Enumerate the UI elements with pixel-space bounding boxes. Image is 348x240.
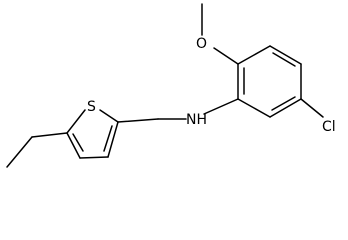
chemical-structure-diagram: S NH O Cl <box>6 3 336 168</box>
aryl-c5-c6-bond <box>269 98 302 118</box>
ethyl-to-thiophene-bond <box>31 132 68 138</box>
aryl-inner-double-bond-3 <box>271 96 296 111</box>
amine-atom-label: NH <box>186 112 207 128</box>
thiophene-c4-c5-double-bond <box>72 133 84 152</box>
aryl-c6-c1-bond <box>237 98 271 118</box>
aryl-to-chlorine-bond <box>300 98 324 118</box>
thiophene-c2-c3-double-bond <box>103 125 113 152</box>
aryl-inner-double-bond-2 <box>272 52 296 67</box>
thiophene-c3-c4-bond <box>79 156 109 159</box>
nh-to-aryl-bond <box>203 98 239 115</box>
sulfur-atom-label: S <box>87 99 96 115</box>
thiophene-to-methylene-bond <box>117 118 159 123</box>
thiophene-c2-c3-bond <box>107 121 119 158</box>
aryl-c2-c3-bond <box>237 45 271 65</box>
ethyl-terminal-bond <box>6 136 33 168</box>
chlorine-atom-label: Cl <box>322 119 336 135</box>
thiophene-c4-c5-bond <box>66 132 81 159</box>
thiophene-c5-s-bond <box>66 109 86 134</box>
oxygen-atom-label: O <box>196 36 207 52</box>
thiophene-s-c2-bond <box>99 109 119 123</box>
aryl-to-oxygen-bond <box>213 47 239 65</box>
aryl-c3-c4-bond <box>269 45 302 65</box>
